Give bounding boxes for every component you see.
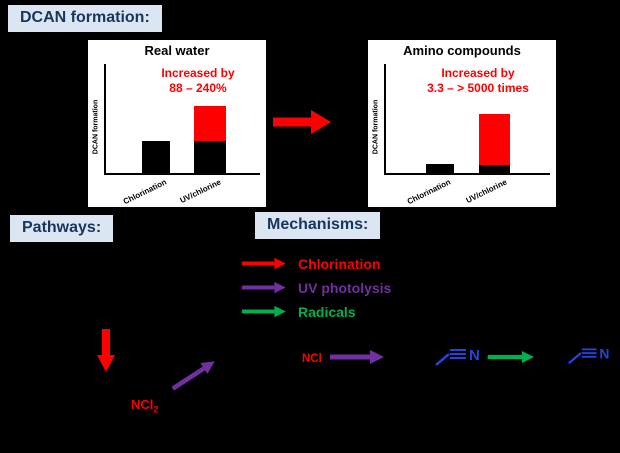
plot-area [384,64,550,175]
red-arrow-icon [240,257,286,270]
chart-real-water: Real water DCAN formation Increased by 8… [88,40,266,207]
bar-segment [194,106,226,141]
legend-item-uv-photolysis: UV photolysis [240,276,391,299]
annotation-line-1: Increased by [161,66,235,80]
bar-segment [194,141,226,173]
increase-annotation: Increased by 3.3 – > 5000 times [408,66,548,96]
annotation-line-2: 88 – 240% [169,81,227,95]
red-down-arrow-icon [95,327,117,373]
legend-label: Radicals [298,303,356,320]
x-tick-uv-chlorine: UV/chlorine [464,177,508,206]
ncl2-subscript: 2 [153,404,159,415]
purple-diagonal-arrow-icon [167,355,219,396]
bar-chlorination [426,164,454,173]
legend-label: UV photolysis [298,279,392,296]
x-tick-uv-chlorine: UV/chlorine [178,177,222,206]
purple-arrow-icon [328,349,384,365]
green-arrow-icon [240,305,286,318]
bar-uv-chlorine [194,106,226,173]
bar-segment [479,165,510,173]
plot-area [104,64,260,175]
legend-label: Chlorination [298,255,381,272]
nitrile-structure: N [566,341,616,367]
chart-title: Real water [144,43,210,58]
legend-item-chlorination: Chlorination [240,252,391,275]
y-axis-label: DCAN formation [92,99,100,155]
nitrile-structure: N [433,341,487,369]
red-arrow-icon [271,109,331,135]
annotation-line-2: 3.3 – > 5000 times [427,81,529,95]
mechanisms-badge: Mechanisms: [255,212,381,239]
y-axis-label: DCAN formation [372,99,380,155]
ncl2-base: NCl [131,397,154,412]
purple-arrow-icon [240,281,286,294]
annotation-line-1: Increased by [441,66,515,80]
pathways-badge: Pathways: [10,215,114,242]
bar-segment [479,114,510,165]
legend-item-radicals: Radicals [240,300,391,323]
bar-segment [142,141,170,173]
nitrogen-atom-label: N [599,346,609,362]
bar-uv-chlorine [479,114,510,173]
green-arrow-icon [486,349,534,365]
dcan-formation-badge: DCAN formation: [8,5,162,32]
mechanisms-legend: Chlorination UV photolysis Radicals [240,252,391,324]
increase-annotation: Increased by 88 – 240% [140,66,256,96]
ncl-label: NCl [302,353,322,365]
nitrogen-atom-label: N [469,347,480,364]
x-tick-chlorination: Chlorination [405,177,452,207]
chart-title: Amino compounds [403,43,521,58]
ncl2-label: NCl2 [131,397,158,415]
chart-amino-compounds: Amino compounds DCAN formation Increased… [368,40,556,207]
bar-segment [426,164,454,173]
bar-chlorination [142,141,170,173]
x-tick-chlorination: Chlorination [121,177,168,207]
